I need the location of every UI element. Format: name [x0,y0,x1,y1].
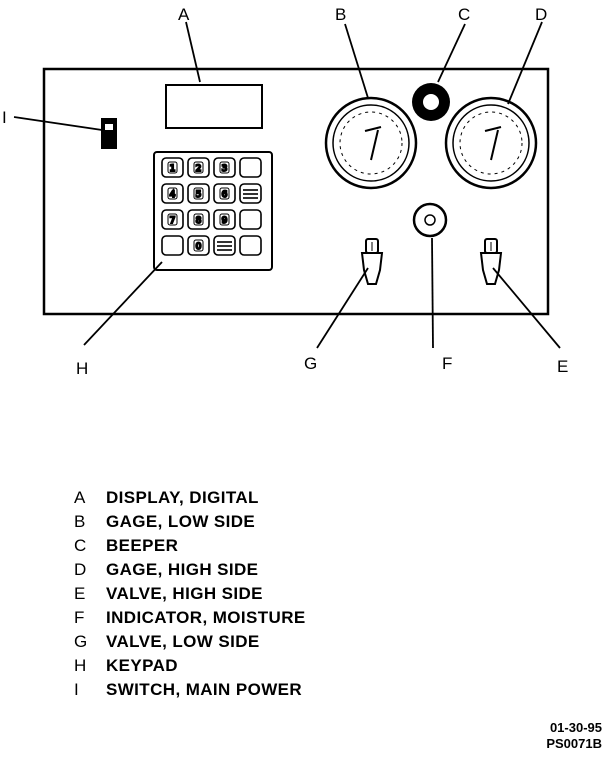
legend-letter: C [74,536,87,555]
legend-letter: I [74,680,80,699]
main-power-switch[interactable] [101,118,117,149]
legend-row: H KEYPAD [74,654,306,678]
callout-a: A [178,5,190,24]
legend-text: BEEPER [106,536,179,555]
legend-text: GAGE, LOW SIDE [106,512,256,531]
keypad-key[interactable]: 3 [213,157,236,178]
keypad-key-label: 7 [170,216,176,226]
figure-id: 01-30-95 PS0071B [546,720,602,752]
legend-text: VALVE, HIGH SIDE [106,584,263,603]
legend-row: B GAGE, LOW SIDE [74,510,306,534]
callout-h: H [76,359,88,378]
callout-d: D [535,5,547,24]
legend: A DISPLAY, DIGITAL B GAGE, LOW SIDE C BEEPER D… [74,486,306,702]
callout-f: F [442,354,452,373]
legend-row: A DISPLAY, DIGITAL [74,486,306,510]
callout-i: I [2,108,7,127]
leader-lines [13,21,561,349]
legend-row: F INDICATOR, MOISTURE [74,606,306,630]
valve-low-side[interactable] [360,238,384,285]
legend-text: INDICATOR, MOISTURE [106,608,306,627]
keypad-key[interactable]: 9 [213,209,236,230]
valve-high-side[interactable] [479,238,503,285]
gage-low-side [324,96,418,190]
keypad-key-label: 8 [196,216,202,226]
callout-c: C [458,5,470,24]
keypad-key-label: 2 [196,164,202,174]
moisture-indicator [412,202,448,238]
legend-letter: G [74,632,88,651]
legend-text: GAGE, HIGH SIDE [106,560,259,579]
legend-letter: E [74,584,86,603]
keypad-key-label: 5 [196,190,202,200]
keypad-key[interactable] [213,235,236,256]
keypad-key-label: 0 [196,242,202,252]
keypad-key-label: 1 [170,164,176,174]
keypad-key[interactable] [239,235,262,256]
legend-letter: B [74,512,86,531]
legend-row: D GAGE, HIGH SIDE [74,558,306,582]
figure-date: 01-30-95 [549,720,602,735]
keypad-key-label: 9 [222,216,228,226]
keypad[interactable]: 1 2 3 4 5 6 7 8 9 0 [153,151,273,271]
legend-letter: H [74,656,87,675]
legend-letter: A [74,488,86,507]
keypad-key[interactable]: 7 [161,209,184,230]
legend-text: SWITCH, MAIN POWER [106,680,303,699]
legend-letter: D [74,560,87,579]
keypad-key-label: 3 [222,164,228,174]
keypad-key-label: 6 [222,190,228,200]
keypad-key[interactable] [239,209,262,230]
legend-text: DISPLAY, DIGITAL [106,488,259,507]
keypad-key[interactable]: 1 [161,157,184,178]
equipment-diagram: 1 2 3 4 5 6 7 8 9 0 [2,5,568,378]
legend-row: C BEEPER [74,534,306,558]
keypad-key-label: 4 [170,190,176,200]
callout-b: B [335,5,346,24]
keypad-key[interactable]: 4 [161,183,184,204]
callout-g: G [304,354,317,373]
front-panel [42,67,550,316]
beeper [412,83,450,121]
legend-letter: F [74,608,85,627]
keypad-key[interactable]: 8 [187,209,210,230]
gage-high-side [444,96,538,190]
keypad-key[interactable] [239,183,262,204]
figure-number: PS0071B [546,736,602,751]
legend-row: E VALVE, HIGH SIDE [74,582,306,606]
legend-row: G VALVE, LOW SIDE [74,630,306,654]
legend-text: VALVE, LOW SIDE [106,632,260,651]
keypad-key[interactable]: 2 [187,157,210,178]
keypad-key[interactable]: 6 [213,183,236,204]
keypad-key[interactable]: 5 [187,183,210,204]
legend-row: I SWITCH, MAIN POWER [74,678,306,702]
keypad-key[interactable]: 0 [187,235,210,256]
keypad-key[interactable] [239,157,262,178]
callout-e: E [557,357,568,376]
digital-display [165,84,263,129]
keypad-key[interactable] [161,235,184,256]
legend-text: KEYPAD [106,656,178,675]
